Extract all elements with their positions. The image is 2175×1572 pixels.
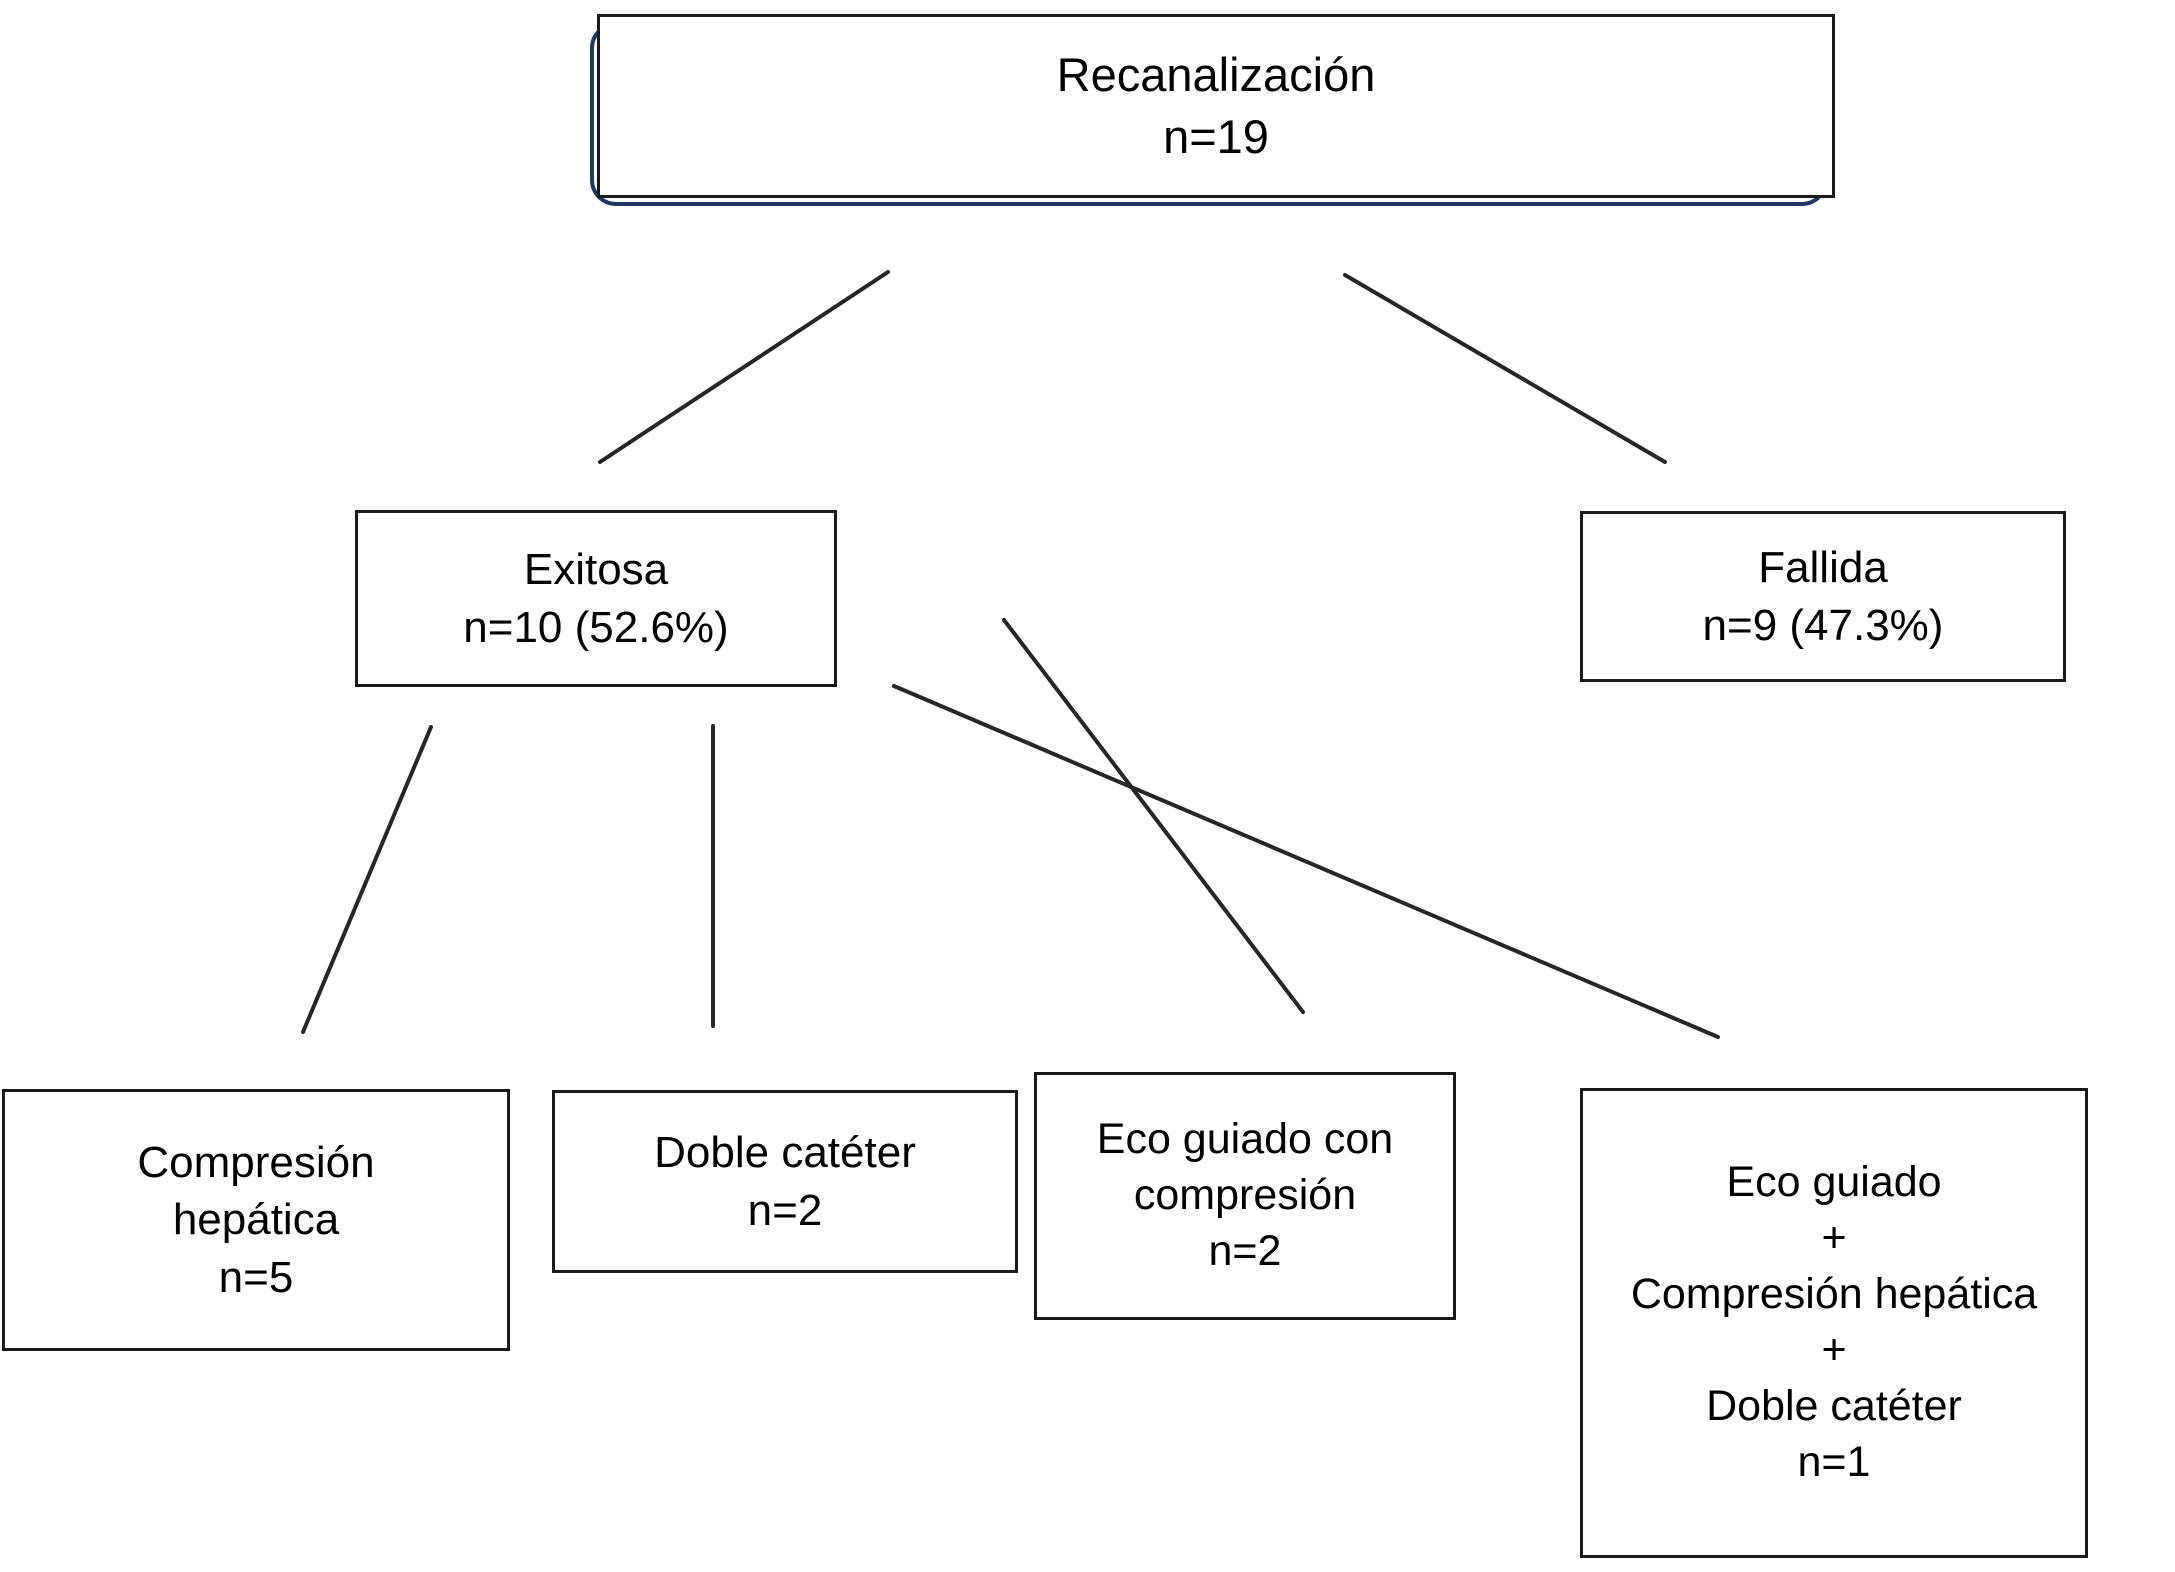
connector-exitosa-to-compresion — [301, 725, 433, 1034]
node-eco-guiado-triple: Eco guiado + Compresión hepática + Doble… — [1580, 1088, 2088, 1558]
root-count: n=19 — [1163, 110, 1269, 163]
exitosa-count: n=10 (52.6%) — [463, 602, 729, 652]
root-label: Recanalización — [1056, 47, 1376, 101]
connector-exitosa-to-eco-triple — [892, 684, 1720, 1039]
node-eco-guiado-con-compresion: Eco guiado con compresión n=2 — [1034, 1072, 1456, 1320]
doble-cateter-count: n=2 — [747, 1185, 823, 1235]
eco-triple-plus-2: + — [1821, 1326, 1847, 1374]
eco-comp-label-2: compresión — [1133, 1171, 1357, 1220]
eco-triple-label-3: Doble catéter — [1706, 1381, 1962, 1430]
compresion-count: n=5 — [218, 1252, 294, 1302]
doble-cateter-label: Doble catéter — [654, 1128, 916, 1178]
node-compresion-hepatica: Compresión hepática n=5 — [2, 1089, 510, 1351]
node-recanalizacion: Recanalización n=19 — [590, 14, 1838, 210]
root-box: Recanalización n=19 — [597, 14, 1835, 198]
compresion-label-2: hepática — [172, 1195, 340, 1245]
eco-triple-count: n=1 — [1797, 1437, 1871, 1486]
eco-triple-plus-1: + — [1821, 1214, 1847, 1263]
node-doble-cateter: Doble catéter n=2 — [552, 1090, 1018, 1273]
connector-root-to-fallida — [1343, 273, 1667, 464]
eco-comp-count: n=2 — [1208, 1226, 1282, 1275]
compresion-label-1: Compresión — [137, 1138, 375, 1188]
connector-exitosa-to-eco-con-compresion — [1002, 618, 1305, 1014]
fallida-label: Fallida — [1758, 543, 1888, 593]
node-fallida: Fallida n=9 (47.3%) — [1580, 511, 2066, 682]
connector-root-to-exitosa — [598, 270, 890, 464]
fallida-count: n=9 (47.3%) — [1702, 600, 1944, 650]
exitosa-label: Exitosa — [523, 545, 669, 595]
eco-comp-label-1: Eco guiado con — [1096, 1115, 1394, 1164]
node-exitosa: Exitosa n=10 (52.6%) — [355, 510, 837, 687]
eco-triple-label-1: Eco guiado — [1726, 1158, 1942, 1207]
eco-triple-label-2: Compresión hepática — [1630, 1270, 2038, 1319]
